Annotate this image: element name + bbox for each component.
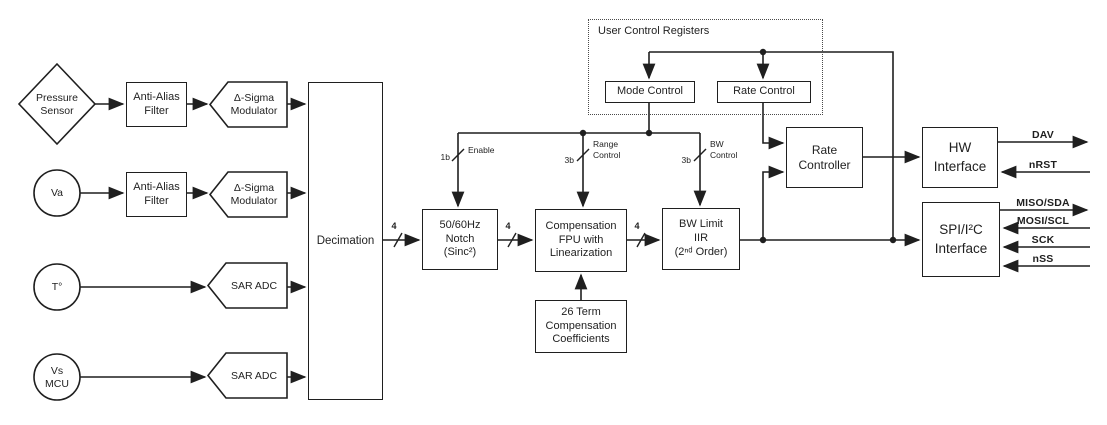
- user-control-registers-group: [588, 19, 823, 115]
- range-control-label: Range Control: [593, 139, 621, 160]
- delta-sigma-modulator-1-outline: [208, 81, 288, 128]
- rate-control-block: Rate Control: [717, 81, 811, 103]
- compensation-coefficients-block: 26 Term Compensation Coefficients: [535, 300, 627, 353]
- decimation-block: Decimation: [308, 82, 383, 400]
- va-source-outline: [33, 169, 81, 217]
- sar-adc-1-outline: [206, 262, 288, 309]
- dsp-bus-wires: [383, 233, 921, 300]
- control-wires: [451, 51, 921, 240]
- rate-controller-block: Rate Controller: [786, 127, 863, 188]
- signal-label-mosi-scl: MOSI/SCL: [1016, 215, 1070, 227]
- mode-control-block: Mode Control: [605, 81, 695, 103]
- bus-width-label-1: 4: [391, 221, 397, 231]
- delta-sigma-modulator-2-outline: [208, 171, 288, 218]
- signal-label-nss: nSS: [1032, 253, 1054, 265]
- bw-width-label: 3b: [681, 155, 691, 165]
- signal-label-sck: SCK: [1031, 234, 1055, 246]
- vs-mcu-source-outline: [33, 353, 81, 401]
- hw-interface-block: HW Interface: [922, 127, 998, 188]
- temperature-source-label: T°: [51, 281, 63, 293]
- anti-alias-filter-2-block: Anti-Alias Filter: [126, 172, 187, 217]
- bw-limit-iir-block: BW Limit IIR (2ⁿᵈ Order): [662, 208, 740, 270]
- vs-mcu-source-label: Vs MCU: [45, 365, 69, 390]
- user-control-registers-label: User Control Registers: [598, 25, 710, 37]
- interface-wires: [998, 135, 1090, 273]
- range-width-label: 3b: [564, 155, 574, 165]
- pressure-sensor-label: Pressure Sensor: [35, 92, 78, 117]
- signal-label-nrst: nRST: [1028, 159, 1058, 171]
- sar-adc-1-label: SAR ADC: [230, 280, 278, 292]
- signal-label-dav: DAV: [1032, 129, 1054, 141]
- signal-label-miso-sda: MISO/SDA: [1016, 197, 1070, 209]
- notch-filter-block: 50/60Hz Notch (Sinc²): [422, 209, 498, 270]
- pressure-sensor-outline: [17, 62, 97, 146]
- va-source-label: Va: [50, 187, 64, 199]
- anti-alias-filter-1-block: Anti-Alias Filter: [126, 82, 187, 127]
- analog-wires: [80, 97, 307, 384]
- enable-label: Enable: [468, 145, 495, 155]
- delta-sigma-modulator-1-label: Δ-Sigma Modulator: [230, 92, 278, 117]
- temperature-source-outline: [33, 263, 81, 311]
- bus-width-label-2: 4: [505, 221, 511, 231]
- enable-width-label: 1b: [440, 152, 450, 162]
- bw-control-label: BW Control: [710, 139, 738, 160]
- bus-slashes: [393, 148, 707, 248]
- delta-sigma-modulator-2-label: Δ-Sigma Modulator: [230, 182, 278, 207]
- spi-i2c-interface-block: SPI/I²C Interface: [922, 202, 1000, 277]
- sar-adc-2-outline: [206, 352, 288, 399]
- sar-adc-2-label: SAR ADC: [230, 370, 278, 382]
- bus-width-label-3: 4: [634, 221, 640, 231]
- compensation-fpu-block: Compensation FPU with Linearization: [535, 209, 627, 272]
- junction-dots: [579, 48, 897, 244]
